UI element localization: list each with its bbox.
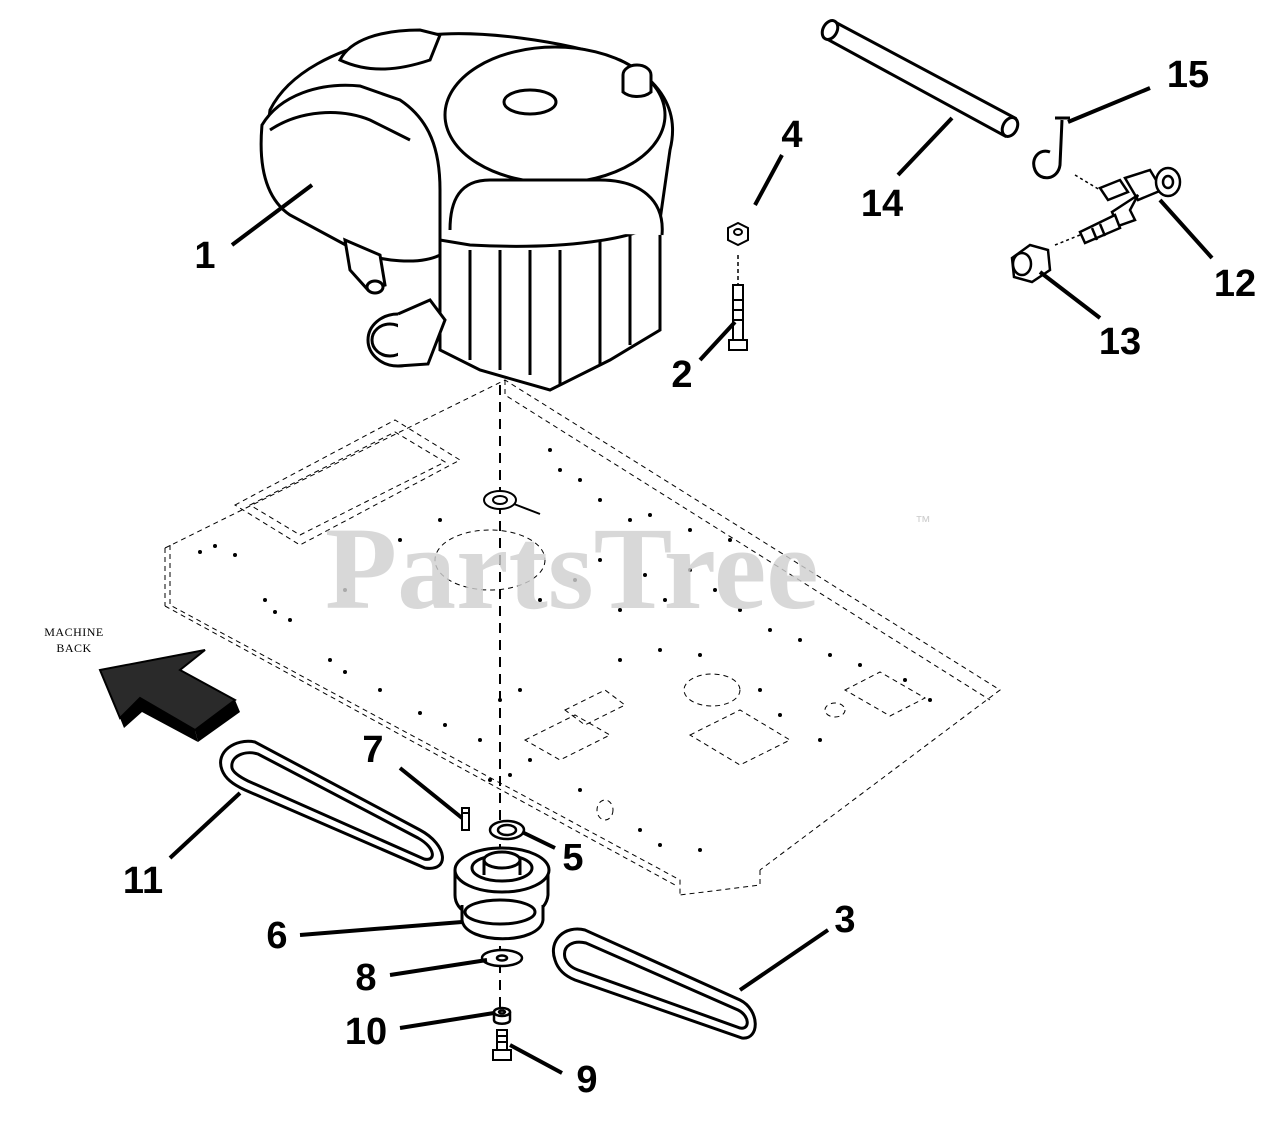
- callout-11: 11: [123, 860, 163, 902]
- washer-part-8: [480, 948, 524, 968]
- clip-part-15: [1032, 116, 1070, 180]
- callout-numbers: 1 2 3 4 5 6 7 8 9 10 11 12 13 14 15: [123, 54, 1256, 1101]
- callout-6: 6: [266, 915, 287, 957]
- callout-5: 5: [562, 837, 583, 879]
- callout-10: 10: [345, 1011, 387, 1053]
- key-part-7: [461, 807, 470, 831]
- belt-part-11: [219, 739, 444, 870]
- spacer-part-5: [488, 819, 526, 841]
- fitting-axis: [1074, 174, 1101, 191]
- callout-2: 2: [671, 354, 692, 396]
- nut-part-10: [492, 1006, 512, 1025]
- pulley-part-6: [453, 846, 551, 941]
- chassis-frame: [164, 379, 1001, 896]
- belt-part-3: [552, 927, 757, 1040]
- callout-13: 13: [1099, 321, 1141, 363]
- callout-1: 1: [194, 235, 215, 277]
- bolt-part-9: [492, 1029, 512, 1061]
- leader-lines: [168, 86, 1214, 1075]
- watermark-text: PartsTree: [325, 503, 819, 634]
- callout-8: 8: [355, 957, 376, 999]
- nut-part-4: [727, 221, 749, 247]
- callout-4: 4: [781, 114, 802, 156]
- callout-15: 15: [1167, 54, 1209, 96]
- machine-back-label-line1: MACHINE: [44, 625, 104, 639]
- tube-part-14: [820, 19, 1020, 139]
- watermark-trademark: ™: [915, 514, 931, 531]
- washer-upper: [483, 490, 541, 515]
- machine-back-arrow-icon: [98, 649, 240, 742]
- nut-axis: [1054, 234, 1081, 246]
- callout-12: 12: [1214, 263, 1256, 305]
- callout-3: 3: [834, 899, 855, 941]
- machine-back-label-line2: BACK: [56, 641, 91, 655]
- fitting-part-12: [1078, 166, 1182, 245]
- callout-7: 7: [362, 729, 383, 771]
- engine: [259, 28, 675, 392]
- callout-14: 14: [861, 183, 903, 225]
- callout-9: 9: [576, 1059, 597, 1101]
- bolt-part-2: [728, 284, 748, 351]
